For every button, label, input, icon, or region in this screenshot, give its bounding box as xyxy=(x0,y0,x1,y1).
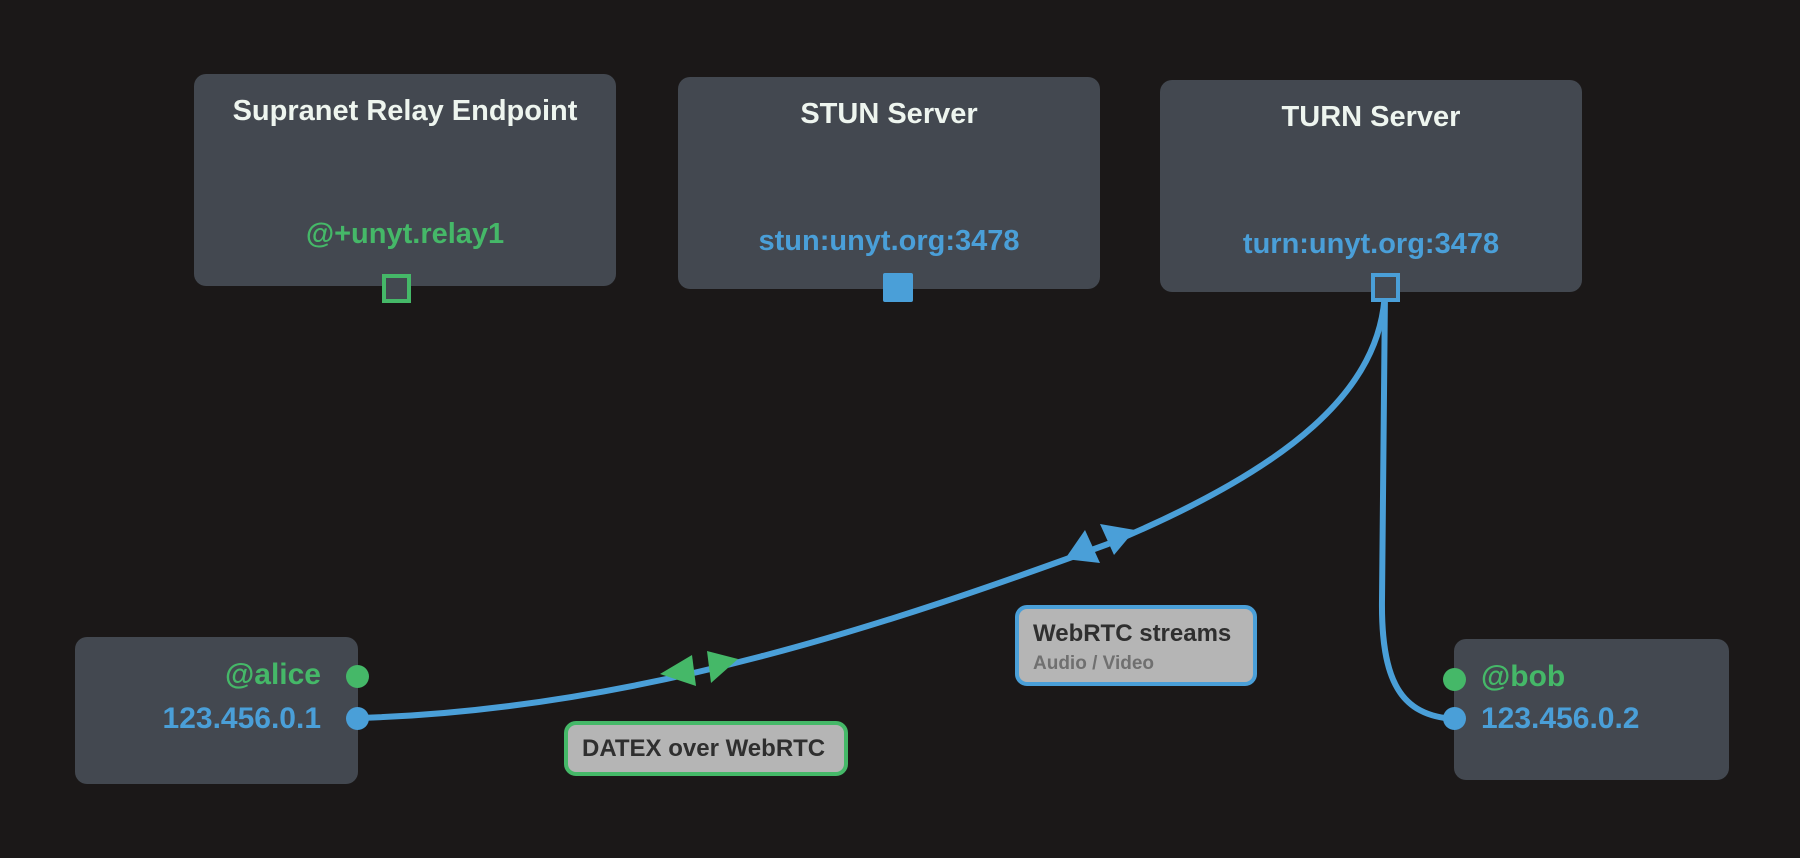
stun-port[interactable] xyxy=(883,273,913,302)
alice-id: @alice xyxy=(225,658,321,691)
bob-ip: 123.456.0.2 xyxy=(1481,702,1640,735)
relay-endpoint: @+unyt.relay1 xyxy=(305,218,505,250)
datex-arrow-left-icon xyxy=(660,655,696,686)
turn-endpoint: turn:unyt.org:3478 xyxy=(1242,228,1500,260)
datex-arrow-right-icon xyxy=(707,651,738,683)
alice-ip: 123.456.0.1 xyxy=(162,702,321,735)
webrtc-label-subtext: Audio / Video xyxy=(1033,653,1155,674)
webrtc-arrow-left-icon xyxy=(1065,530,1100,563)
datex-label: DATEX over WebRTC xyxy=(564,721,848,776)
turn-port[interactable] xyxy=(1371,273,1400,302)
bob-node[interactable]: @bob 123.456.0.2 xyxy=(1454,639,1729,780)
edge-turn-bob[interactable] xyxy=(1378,289,1456,722)
stun-title: STUN Server xyxy=(800,98,978,130)
webrtc-arrow-right-icon xyxy=(1100,524,1135,555)
stun-endpoint: stun:unyt.org:3478 xyxy=(758,225,1020,257)
turn-title: TURN Server xyxy=(1281,101,1461,133)
webrtc-label-text: WebRTC streams xyxy=(1033,620,1232,647)
relay-node[interactable]: Supranet Relay Endpoint @+unyt.relay1 xyxy=(194,74,616,286)
webrtc-label: WebRTC streams Audio / Video xyxy=(1015,605,1257,686)
alice-id-port[interactable] xyxy=(346,665,369,688)
bob-ip-port[interactable] xyxy=(1443,707,1466,730)
stun-node[interactable]: STUN Server stun:unyt.org:3478 xyxy=(678,77,1100,289)
bob-id: @bob xyxy=(1481,660,1566,693)
edge-alice-turn[interactable] xyxy=(357,289,1388,721)
turn-node[interactable]: TURN Server turn:unyt.org:3478 xyxy=(1160,80,1582,292)
relay-port[interactable] xyxy=(382,274,411,303)
alice-node[interactable]: @alice 123.456.0.1 xyxy=(75,637,358,784)
bob-id-port[interactable] xyxy=(1443,668,1466,691)
datex-label-text: DATEX over WebRTC xyxy=(582,735,826,762)
alice-ip-port[interactable] xyxy=(346,707,369,730)
relay-title: Supranet Relay Endpoint xyxy=(232,95,578,127)
